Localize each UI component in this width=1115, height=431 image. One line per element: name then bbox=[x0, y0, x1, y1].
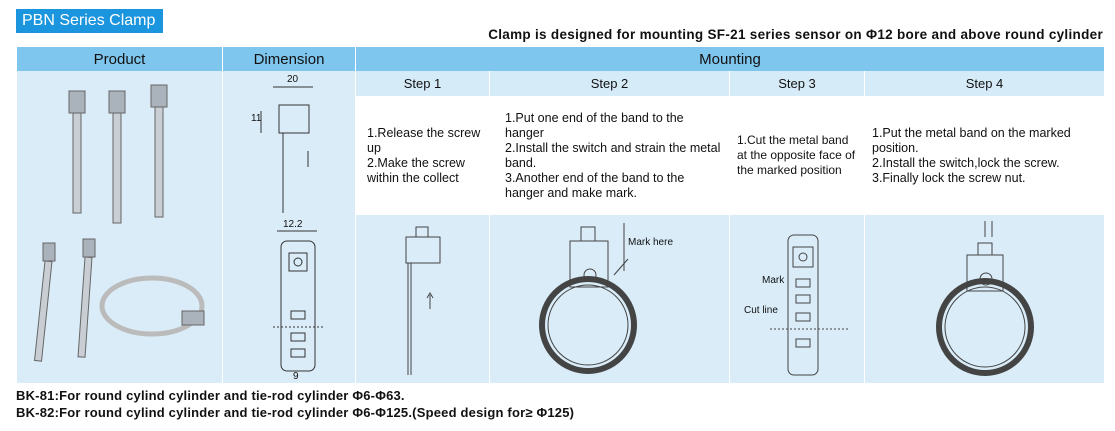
step-4-diagram bbox=[865, 215, 1104, 383]
dim-bottom-width: 9 bbox=[293, 371, 299, 382]
dim-band-width: 12.2 bbox=[283, 219, 303, 230]
mark-here-annotation: Mark here bbox=[628, 237, 673, 248]
header-product: Product bbox=[17, 47, 223, 71]
dim-height: 11 bbox=[251, 113, 262, 124]
header-mounting: Mounting bbox=[356, 47, 1104, 71]
header-dimension: Dimension bbox=[223, 47, 356, 71]
subtitle: Clamp is designed for mounting SF-21 ser… bbox=[488, 27, 1103, 42]
step-3-label: Step 3 bbox=[730, 71, 865, 96]
footer-bk81: BK-81:For round cylind cylinder and tie-… bbox=[16, 388, 405, 403]
dimension-drawing: 20 11 12.2 9 bbox=[251, 74, 323, 382]
step-4-label: Step 4 bbox=[865, 71, 1104, 96]
product-photos bbox=[33, 84, 205, 362]
step-1-label: Step 1 bbox=[356, 71, 490, 96]
step-1-diagram bbox=[356, 215, 490, 383]
product-cell bbox=[17, 71, 223, 383]
step-2-diagram: Mark here bbox=[490, 215, 730, 383]
step-1-text: 1.Release the screw up 2.Make the screw … bbox=[357, 96, 489, 215]
cut-line-annotation: Cut line bbox=[744, 305, 778, 316]
step-2-label: Step 2 bbox=[490, 71, 730, 96]
page-title: PBN Series Clamp bbox=[16, 9, 163, 33]
step-2-text: 1.Put one end of the band to the hanger … bbox=[491, 96, 729, 215]
step-4-text: 1.Put the metal band on the marked posit… bbox=[866, 96, 1103, 215]
dim-top-width: 20 bbox=[287, 74, 299, 85]
footer-bk82: BK-82:For round cylind cylinder and tie-… bbox=[16, 405, 575, 420]
mark-annotation: Mark bbox=[762, 275, 785, 286]
dimension-cell: 20 11 12.2 9 bbox=[223, 71, 356, 383]
step-3-diagram: Mark Cut line bbox=[730, 215, 865, 383]
step-3-text: 1.Cut the metal band at the opposite fac… bbox=[731, 96, 864, 215]
